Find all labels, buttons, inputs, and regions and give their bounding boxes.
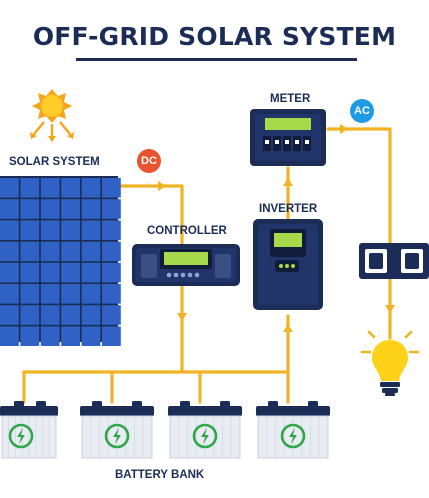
meter-device — [250, 109, 326, 166]
battery-bank-label: BATTERY BANK — [115, 469, 205, 481]
panel-cell — [81, 284, 101, 304]
panel-cells — [0, 178, 121, 346]
panel-cell — [61, 199, 80, 219]
panel-cell — [0, 178, 19, 198]
panel-cell — [102, 326, 121, 346]
dc-badge-text: DC — [141, 155, 157, 167]
meter-label: METER — [270, 93, 311, 105]
battery — [80, 401, 154, 459]
panel-cell — [40, 178, 60, 198]
panel-cell — [81, 199, 101, 219]
panel-cell — [61, 305, 80, 325]
arrow-right-to-ac — [340, 124, 348, 134]
sun-icon — [30, 89, 74, 142]
panel-cell — [102, 241, 121, 262]
panel-cell — [0, 241, 19, 262]
wire-meter-to-outlet — [326, 127, 392, 245]
panel-cell — [20, 284, 40, 304]
panel-cell — [81, 178, 101, 198]
panel-cell — [40, 241, 60, 262]
panel-cell — [40, 220, 60, 240]
panel-cell — [20, 178, 40, 198]
battery — [168, 401, 242, 459]
panel-cell — [81, 305, 101, 325]
ac-badge-text: AC — [354, 105, 370, 117]
panel-cell — [40, 284, 60, 304]
lightning-icon — [8, 423, 34, 449]
panel-cell — [20, 305, 40, 325]
title-underline — [76, 58, 357, 61]
panel-cell — [40, 326, 60, 346]
panel-cell — [0, 305, 19, 325]
arrow-to-controller-right — [158, 181, 166, 191]
arrow-up-to-inverter — [283, 324, 293, 332]
battery — [256, 401, 330, 459]
panel-cell — [61, 326, 80, 346]
panel-cell — [0, 262, 19, 283]
controller-label: CONTROLLER — [147, 225, 227, 237]
solar-panel — [0, 176, 121, 346]
panel-cell — [0, 199, 19, 219]
panel-cell — [40, 262, 60, 283]
panel-cell — [102, 284, 121, 304]
panel-cell — [102, 220, 121, 240]
arrow-down-to-bulb — [385, 305, 395, 313]
bulb-icon — [360, 320, 420, 396]
panel-cell — [40, 305, 60, 325]
panel-cell — [61, 284, 80, 304]
outlet-device — [359, 243, 429, 279]
panel-cell — [102, 199, 121, 219]
panel-cell — [20, 220, 40, 240]
panel-cell — [20, 199, 40, 219]
lightning-icon — [192, 423, 218, 449]
panel-cell — [20, 262, 40, 283]
panel-cell — [61, 178, 80, 198]
flow-arrows — [158, 124, 395, 332]
wires — [22, 127, 392, 404]
page-title: OFF-GRID SOLAR SYSTEM — [32, 22, 397, 51]
panel-cell — [61, 241, 80, 262]
panel-cell — [61, 220, 80, 240]
panel-cell — [0, 220, 19, 240]
arrow-down-to-battery — [177, 313, 187, 321]
panel-cell — [81, 326, 101, 346]
panel-cell — [20, 241, 40, 262]
panel-cell — [102, 262, 121, 283]
panel-cell — [40, 199, 60, 219]
battery — [0, 401, 58, 459]
panel-cell — [61, 262, 80, 283]
inverter-label: INVERTER — [259, 203, 318, 215]
ac-badge — [350, 99, 374, 123]
solar-system-label: SOLAR SYSTEM — [9, 156, 100, 168]
inverter-device — [253, 219, 323, 310]
panel-cell — [81, 262, 101, 283]
arrow-up-to-meter — [283, 178, 293, 186]
controller-device — [132, 244, 240, 286]
panel-cell — [102, 305, 121, 325]
panel-cell — [20, 326, 40, 346]
panel-cell — [0, 326, 19, 346]
battery-bank — [0, 401, 330, 459]
dc-badge — [137, 149, 161, 173]
lightning-icon — [104, 423, 130, 449]
panel-cell — [81, 220, 101, 240]
panel-cell — [0, 284, 19, 304]
lightning-icon — [280, 423, 306, 449]
panel-cell — [102, 178, 121, 198]
wire-panel-to-controller — [116, 184, 184, 245]
panel-cell — [81, 241, 101, 262]
